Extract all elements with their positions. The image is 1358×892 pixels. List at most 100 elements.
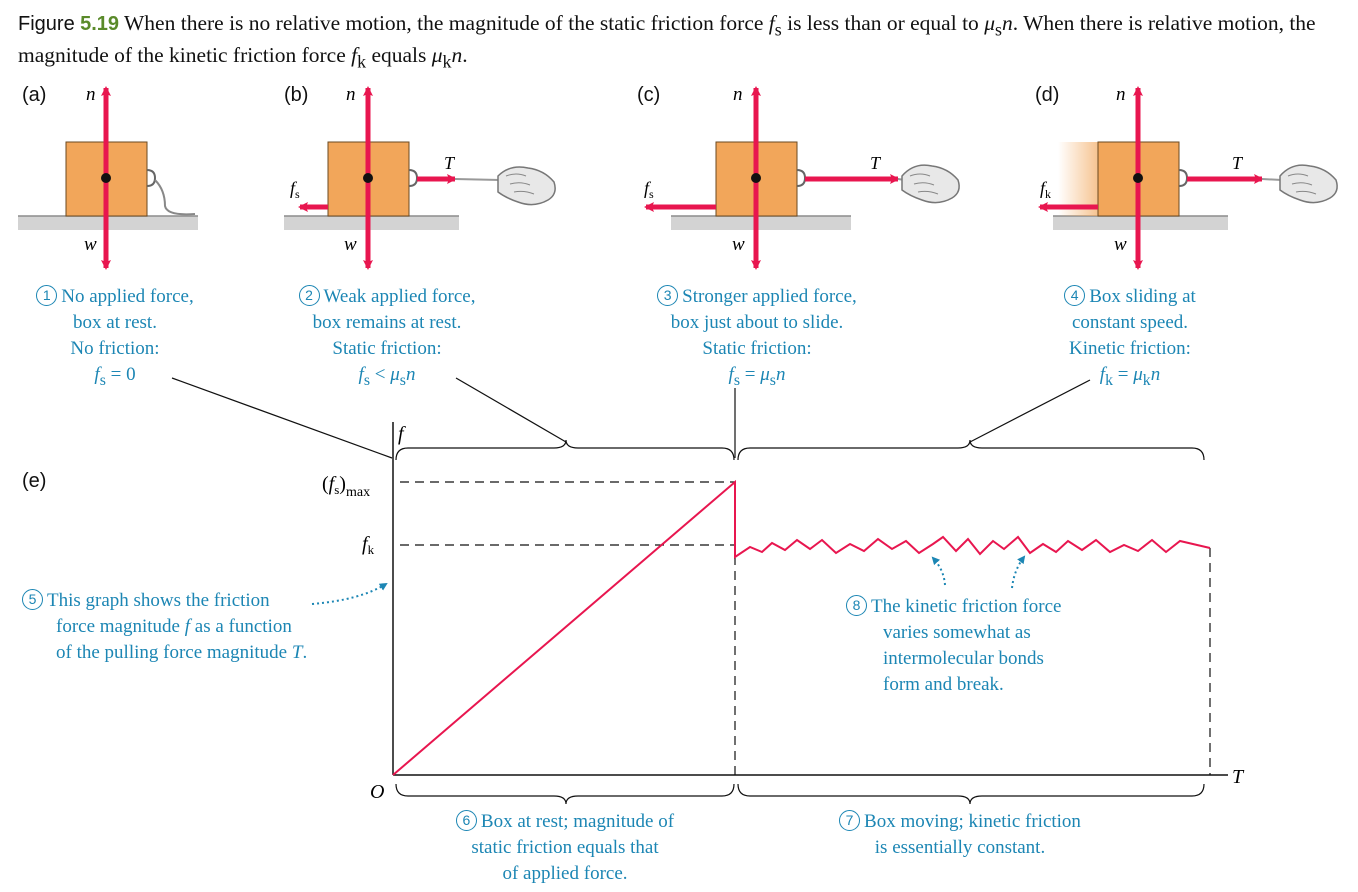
leader-4 xyxy=(969,379,1091,443)
note-3-formula: fs = μsn xyxy=(637,362,877,394)
rope xyxy=(154,179,196,216)
label-fs: fs xyxy=(290,178,300,201)
panel-d: n w T fk xyxy=(1038,84,1338,270)
note-1-line-3: No friction: xyxy=(70,338,160,359)
sym-sub-s: s xyxy=(733,371,740,389)
hand-pulling-rope-icon xyxy=(1279,164,1338,204)
panel-c: n w T fs xyxy=(644,84,960,270)
note-8-line-4: form and break. xyxy=(883,674,1004,695)
sym-n: n xyxy=(1001,11,1013,35)
label-w: w xyxy=(1114,234,1127,255)
note-3-line-2: box just about to slide. xyxy=(670,312,844,333)
note-2-line-2: box remains at rest. xyxy=(312,312,462,333)
sym-n: n xyxy=(775,364,786,385)
sym-f: f xyxy=(290,178,298,198)
sym-sub-k: k xyxy=(1105,371,1113,389)
panel-b: n w T fs xyxy=(284,84,556,270)
sym-sub-s: s xyxy=(295,187,300,201)
rope-hook xyxy=(146,169,157,187)
note-5-line-1: This graph shows the friction xyxy=(47,590,270,611)
sym-f: f xyxy=(94,364,100,385)
sym-f: f xyxy=(358,364,364,385)
sym-f: f xyxy=(768,11,775,35)
label-n: n xyxy=(86,84,96,105)
label-w: w xyxy=(84,234,97,255)
label-fs: fs xyxy=(644,178,654,201)
brace-moving xyxy=(737,783,1205,805)
label-n: n xyxy=(733,84,743,105)
note-5-line-4: of the pulling force magnitude xyxy=(56,642,288,663)
note-4-line-2: constant speed. xyxy=(1071,312,1189,333)
sym-sub-s: s xyxy=(994,19,1002,40)
rope-hook xyxy=(408,169,419,187)
sym-sub-k: k xyxy=(1045,187,1051,201)
note-6-line-2: static friction equals that xyxy=(471,837,659,858)
note-4-line-3: Kinetic friction: xyxy=(1069,338,1191,359)
rope-hook xyxy=(796,169,807,187)
brace-at-rest xyxy=(395,783,735,805)
step-number-6: 6 xyxy=(455,810,477,831)
sym-sub-k: k xyxy=(1142,371,1151,389)
note-6-line-3: of applied force. xyxy=(502,863,628,884)
step-number-1: 1 xyxy=(36,285,58,306)
sym-T: T xyxy=(291,642,303,663)
leader-lines xyxy=(171,377,1091,459)
note-2-formula: fs < μsn xyxy=(282,362,492,394)
brace-kinetic xyxy=(737,439,1205,461)
panel-label-d: (d) xyxy=(1035,84,1060,106)
note-8-line-3: intermolecular bonds xyxy=(883,648,1044,669)
sym-sub-s: s xyxy=(769,371,776,389)
sym-max: max xyxy=(346,485,370,500)
label-n: n xyxy=(346,84,356,105)
origin-label: O xyxy=(370,781,384,803)
note-1-line-2: box at rest. xyxy=(73,312,157,333)
caption-text-3: . When there is relative motion, the mag… xyxy=(18,11,1316,68)
label-n: n xyxy=(1116,84,1126,105)
note-1-line-1: No applied force, xyxy=(61,286,194,307)
sym-sub-s: s xyxy=(399,371,406,389)
sym-mu: μ xyxy=(390,364,400,385)
hand-pulling-rope-icon xyxy=(901,164,960,204)
sym-n: n xyxy=(451,43,463,68)
sym-mu: μ xyxy=(1133,364,1143,385)
step-number-5: 5 xyxy=(22,589,43,610)
label-T: T xyxy=(1232,153,1244,173)
sym-sub-s: s xyxy=(774,19,782,40)
note-7-line-1: Box moving; kinetic friction xyxy=(864,811,1081,832)
step-number-2: 2 xyxy=(298,285,320,306)
step-number-7: 7 xyxy=(839,810,861,831)
rope-hook xyxy=(1178,169,1189,187)
label-w: w xyxy=(732,234,745,255)
sym-sub-k: k xyxy=(368,542,375,557)
caption-text-4: equals xyxy=(371,43,427,68)
sym-f: f xyxy=(184,616,191,637)
note-3-line-1: Stronger applied force, xyxy=(682,286,857,307)
label-w: w xyxy=(344,234,357,255)
tick-label-fk: fk xyxy=(362,533,375,557)
figure-word: Figure xyxy=(18,13,75,35)
panel-label-b: (b) xyxy=(284,84,309,106)
sym-f: f xyxy=(1099,364,1106,385)
axis-label-f: f xyxy=(398,423,406,445)
label-T: T xyxy=(444,153,456,173)
panel-label-a: (a) xyxy=(22,84,47,106)
sym-mu: μ xyxy=(984,11,995,35)
note-2-line-3: Static friction: xyxy=(332,338,442,359)
panel-label-c: (c) xyxy=(637,84,661,106)
panel-a: n w xyxy=(18,84,198,270)
note-3-line-3: Static friction: xyxy=(702,338,812,359)
friction-curve xyxy=(392,479,1211,776)
panel-label-e: (e) xyxy=(22,470,47,492)
sym-f: f xyxy=(1040,178,1048,198)
sym-f: f xyxy=(362,533,370,555)
center-dot xyxy=(751,173,761,183)
note-5-line-2: force magnitude xyxy=(56,616,180,637)
figure-caption: Figure 5.19 When there is no relative mo… xyxy=(18,10,1348,75)
floor xyxy=(284,216,459,230)
caption-text-2: is less than or equal to xyxy=(787,11,979,35)
